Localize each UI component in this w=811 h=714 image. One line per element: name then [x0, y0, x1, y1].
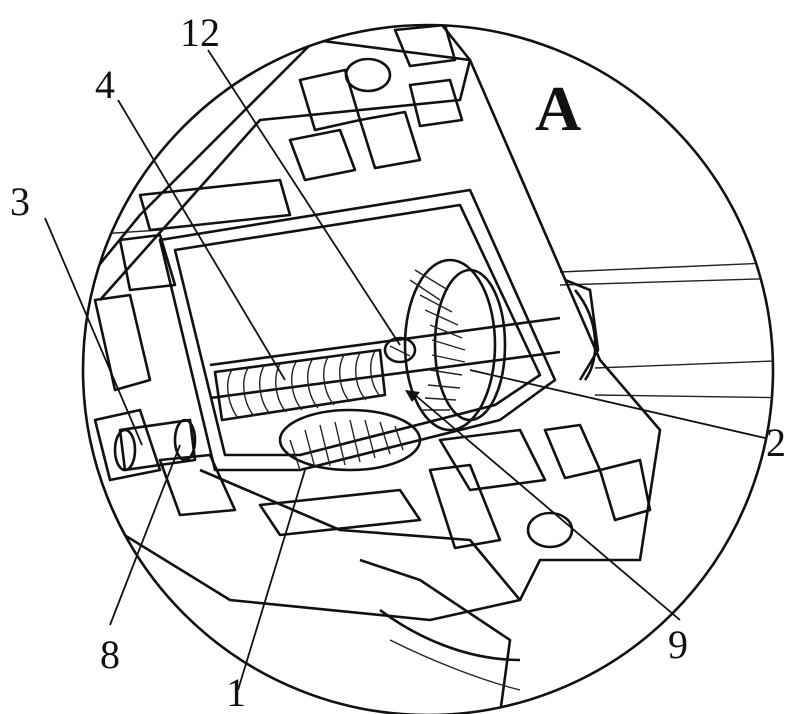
callout-9: 9	[668, 622, 688, 667]
detail-circle	[81, 23, 775, 714]
bevel-gear-large	[403, 258, 507, 432]
callout-2: 2	[766, 420, 786, 465]
mechanism-drawing	[84, 25, 773, 714]
callout-3: 3	[10, 179, 30, 224]
leader-lines	[44, 49, 766, 691]
bevel-gear-small	[278, 408, 422, 472]
worm-screw	[213, 348, 387, 422]
left-shaft-end	[113, 418, 197, 472]
callout-12: 12	[180, 10, 220, 55]
callout-1: 1	[226, 670, 246, 714]
callout-4: 4	[95, 62, 115, 107]
callout-8: 8	[100, 632, 120, 677]
detail-view-label: A	[535, 73, 581, 144]
